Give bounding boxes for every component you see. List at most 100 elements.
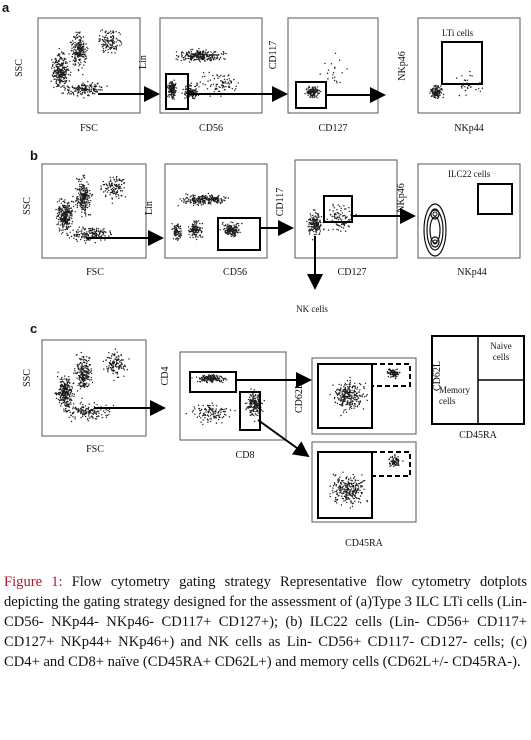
scatter-dot <box>192 194 195 197</box>
scatter-dot <box>61 222 64 224</box>
scatter-dot <box>68 416 70 418</box>
scatter-dot <box>106 184 108 186</box>
scatter-dot <box>90 368 92 370</box>
scatter-dot <box>64 205 67 207</box>
scatter-dot <box>79 196 82 198</box>
scatter-dot <box>82 413 84 416</box>
scatter-dot <box>432 92 434 95</box>
scatter-dot <box>337 224 339 226</box>
scatter-dot <box>111 353 114 355</box>
scatter-dot <box>78 378 80 380</box>
scatter-dot <box>366 399 368 402</box>
scatter-dot <box>336 216 338 218</box>
scatter-dot <box>116 175 118 178</box>
scatter-dot <box>85 234 87 236</box>
scatter-dot <box>69 401 72 403</box>
scatter-dot <box>175 238 177 240</box>
scatter-dot <box>65 74 67 76</box>
scatter-dot <box>69 74 72 76</box>
scatter-dot <box>173 233 175 235</box>
scatter-dot <box>215 54 217 56</box>
scatter-dot <box>194 194 196 197</box>
scatter-dot <box>233 78 235 81</box>
scatter-dot <box>85 43 87 45</box>
scatter-dot <box>173 84 176 87</box>
scatter-dot <box>58 60 60 62</box>
scatter-dot <box>204 200 206 203</box>
scatter-dot <box>315 216 317 218</box>
scatter-dot <box>171 84 173 86</box>
scatter-dot <box>332 77 334 79</box>
scatter-dot <box>61 63 63 65</box>
scatter-dot <box>212 57 215 60</box>
scatter-dot <box>117 376 120 378</box>
scatter-dot <box>80 380 82 383</box>
scatter-dot <box>63 85 65 87</box>
scatter-dot <box>61 402 63 405</box>
scatter-dot <box>313 209 315 211</box>
scatter-dot <box>324 62 326 65</box>
scatter-dot <box>105 194 107 196</box>
scatter-dot <box>213 56 216 59</box>
scatter-dot <box>308 230 310 232</box>
scatter-dot <box>109 48 112 50</box>
scatter-dot <box>95 227 98 229</box>
plot-frame <box>287 17 379 114</box>
scatter-dot <box>343 385 345 388</box>
scatter-dot <box>458 94 461 97</box>
scatter-dot <box>67 403 69 405</box>
scatter-dot <box>55 393 58 395</box>
scatter-dot <box>231 234 234 236</box>
scatter-dot <box>82 89 84 92</box>
scatter-dot <box>84 242 87 244</box>
scatter-dot <box>196 83 199 85</box>
scatter-dot <box>205 381 208 383</box>
scatter-dot <box>215 200 217 203</box>
scatter-dot <box>202 199 204 202</box>
scatter-dot <box>196 380 199 383</box>
scatter-dot <box>185 198 187 200</box>
scatter-dot <box>77 229 79 231</box>
scatter-dot <box>338 215 341 217</box>
scatter-dot <box>61 397 64 399</box>
scatter-dot <box>227 197 230 199</box>
scatter-dot <box>82 379 85 381</box>
scatter-dot <box>106 37 108 39</box>
scatter-dot <box>85 415 87 418</box>
scatter-dot <box>63 410 65 412</box>
scatter-dot <box>201 54 204 56</box>
scatter-dot <box>85 57 88 59</box>
scatter-dot <box>196 221 198 223</box>
scatter-dot <box>70 200 73 203</box>
scatter-dot <box>80 186 82 188</box>
scatter-dot <box>60 58 62 60</box>
scatter-dot <box>436 91 438 93</box>
scatter-dot <box>118 179 121 181</box>
scatter-dot <box>315 231 317 233</box>
scatter-dot <box>398 371 401 374</box>
scatter-dot <box>111 38 113 41</box>
scatter-dot <box>68 226 70 228</box>
scatter-dot <box>65 225 68 228</box>
scatter-dot <box>71 395 73 397</box>
scatter-dot <box>52 61 54 63</box>
scatter-dot <box>109 360 112 362</box>
scatter-dot <box>56 72 59 74</box>
y-axis-label: CD4 <box>160 367 171 386</box>
scatter-dot <box>176 233 179 236</box>
scatter-dot <box>57 54 60 56</box>
scatter-dot <box>319 73 321 75</box>
scatter-dot <box>202 375 204 377</box>
scatter-dot <box>76 196 78 198</box>
scatter-dot <box>430 88 432 91</box>
scatter-dot <box>66 202 69 204</box>
scatter-dot <box>80 409 82 411</box>
scatter-dot <box>230 221 232 223</box>
scatter-dot <box>108 235 110 237</box>
scatter-dot <box>64 199 66 201</box>
scatter-dot <box>78 55 80 57</box>
scatter-dot <box>175 58 177 60</box>
scatter-dot <box>61 51 63 54</box>
scatter-dot <box>341 393 344 395</box>
scatter-dot <box>345 208 347 210</box>
